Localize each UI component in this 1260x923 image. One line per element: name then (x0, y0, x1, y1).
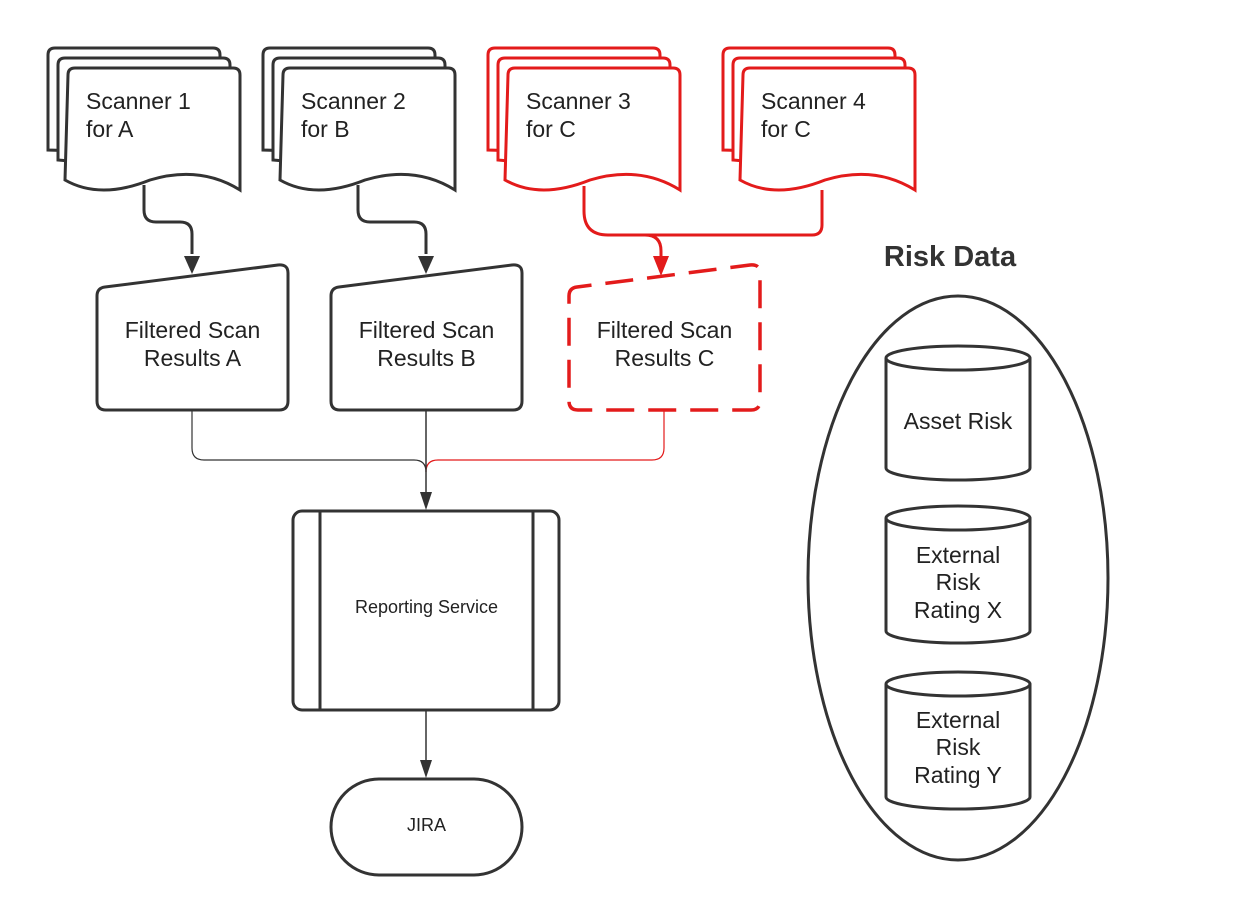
filtered-results-c-shape[interactable] (567, 263, 762, 412)
scanner-1-label: Scanner 1 for A (86, 88, 191, 142)
connector-filteredC-to-reporting (425, 410, 665, 473)
scanner-4-shape[interactable] (721, 46, 917, 193)
scanner-2-label: Scanner 2 for B (301, 88, 406, 142)
filtered-results-c-label: Filtered Scan Results C (596, 317, 733, 371)
scanner-2-shape[interactable] (261, 46, 457, 193)
external-risk-rating-x-cylinder[interactable] (884, 504, 1032, 645)
reporting-service-label: Reporting Service (354, 597, 499, 618)
filtered-results-a-label: Filtered Scan Results A (124, 317, 261, 371)
jira-label: JIRA (406, 815, 446, 836)
external-risk-rating-y-cylinder[interactable] (884, 670, 1032, 811)
connector-scanners-3-4-to-filteredC (582, 186, 824, 259)
arrowhead-filteredC (653, 256, 669, 276)
connector-scanner1-to-filteredA (142, 185, 194, 254)
jira-shape[interactable] (329, 777, 524, 877)
scanner-4-label: Scanner 4 for C (761, 88, 866, 142)
arrowhead-filteredB (418, 256, 434, 274)
scanner-3-shape[interactable] (486, 46, 682, 193)
risk-data-title: Risk Data (883, 240, 1017, 273)
asset-risk-label: Asset Risk (903, 408, 1013, 435)
filtered-results-b-label: Filtered Scan Results B (358, 317, 495, 371)
scanner-3-label: Scanner 3 for C (526, 88, 631, 142)
connector-scanner2-to-filteredB (356, 185, 428, 254)
filtered-results-a-shape[interactable] (95, 263, 290, 412)
scanner-1-shape[interactable] (46, 46, 242, 193)
external-risk-rating-y-label: External Risk Rating Y (914, 706, 1002, 788)
arrowhead-reporting (420, 492, 432, 510)
filtered-results-b-shape[interactable] (329, 263, 524, 412)
connector-filteredA-to-reporting (191, 410, 427, 473)
arrowhead-jira (420, 760, 432, 778)
asset-risk-cylinder[interactable] (884, 344, 1032, 482)
arrowhead-filteredA (184, 256, 200, 274)
external-risk-rating-x-label: External Risk Rating X (913, 541, 1003, 623)
